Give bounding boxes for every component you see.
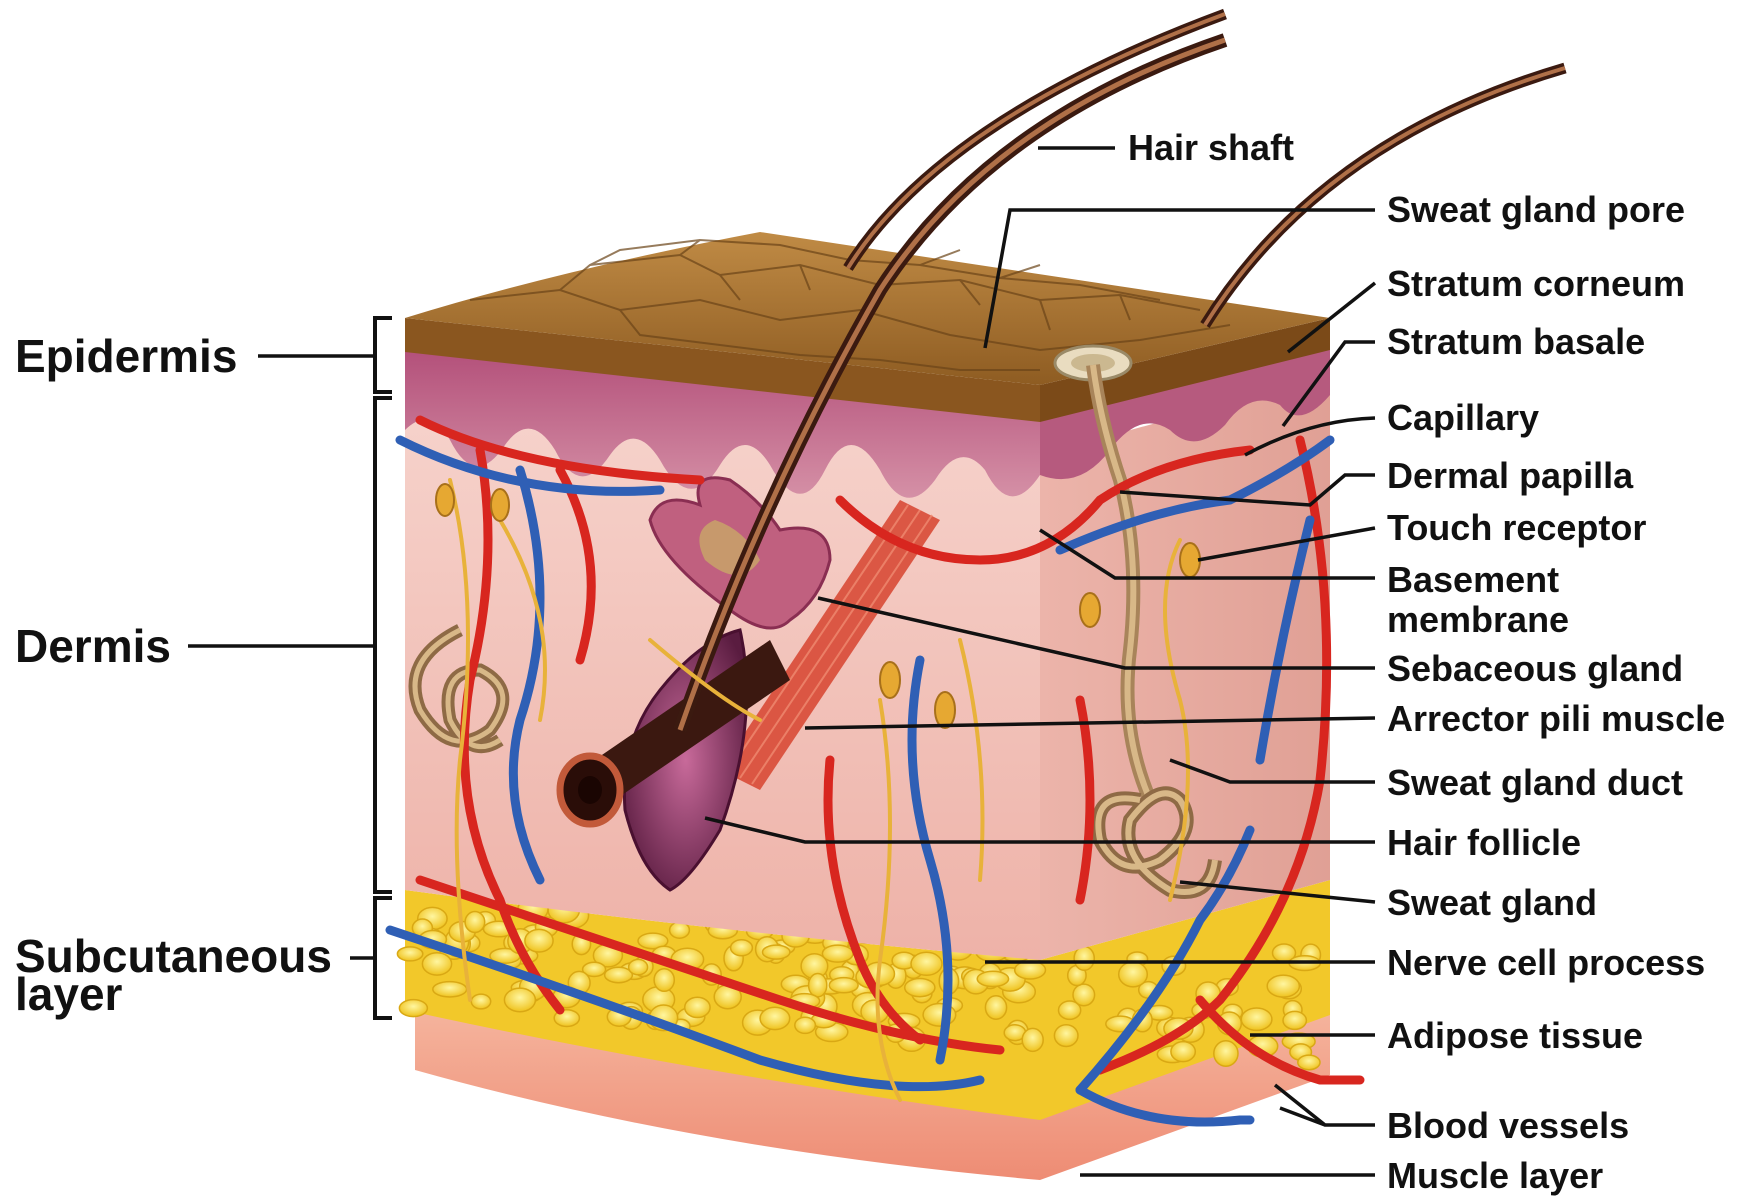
label-adipose-tissue: Adipose tissue (1387, 1015, 1643, 1056)
label-stratum-basale: Stratum basale (1387, 321, 1645, 362)
label-basement: Basement (1387, 559, 1559, 600)
fat-cell (1119, 962, 1148, 987)
label-dermal-papilla: Dermal papilla (1387, 455, 1634, 496)
label-sweat-gland-duct: Sweat gland duct (1387, 762, 1683, 803)
label-dermis: Dermis (15, 620, 171, 672)
label-touch-receptor: Touch receptor (1387, 507, 1646, 548)
fat-cell (433, 982, 467, 997)
label-nerve-cell-process: Nerve cell process (1387, 942, 1705, 983)
fat-cell (525, 929, 553, 952)
fat-cell (977, 971, 1008, 986)
subcutaneous-brace (375, 898, 392, 1018)
label-arrector-pili-muscle: Arrector pili muscle (1387, 698, 1725, 739)
fat-cell (1267, 975, 1299, 997)
fat-cell (654, 969, 674, 992)
fat-cell (1074, 947, 1094, 971)
label-sweat-gland: Sweat gland (1387, 882, 1597, 923)
fat-cell (504, 988, 535, 1012)
fat-cell (1073, 984, 1095, 1006)
fat-cell (829, 978, 858, 993)
tissue-block (397, 232, 1330, 1180)
fat-cell (911, 952, 942, 975)
fat-cell (399, 1000, 427, 1017)
fat-cell (422, 953, 451, 975)
layer-labels: Epidermis Dermis Subcutaneous layer (15, 330, 332, 1020)
fat-cell (822, 945, 853, 962)
label-epidermis: Epidermis (15, 330, 237, 382)
layer-braces (188, 318, 392, 1018)
fat-cell (1214, 1041, 1238, 1066)
fat-cell (397, 947, 422, 961)
label-blood-vessels: Blood vessels (1387, 1105, 1629, 1146)
fat-cell (905, 979, 935, 997)
fat-cell (1022, 1028, 1043, 1051)
fat-cell (763, 945, 790, 959)
label-sweat-gland-pore: Sweat gland pore (1387, 189, 1685, 230)
label-stratum-corneum: Stratum corneum (1387, 263, 1685, 304)
fat-cell (1283, 1011, 1306, 1029)
fat-cell (1298, 1055, 1320, 1070)
fat-cell (809, 974, 827, 997)
fat-cell (1171, 1042, 1195, 1062)
label-sebaceous-gland: Sebaceous gland (1387, 648, 1683, 689)
label-capillary: Capillary (1387, 397, 1539, 438)
fat-cell (685, 997, 710, 1017)
fat-cell (629, 959, 648, 974)
label-hair-follicle: Hair follicle (1387, 822, 1581, 863)
label-muscle-layer: Muscle layer (1387, 1155, 1603, 1196)
fat-cell (985, 996, 1006, 1019)
fat-cell (605, 967, 633, 982)
label-membrane: membrane (1387, 599, 1569, 640)
fat-cell (1241, 1008, 1272, 1030)
fat-cell (1054, 1025, 1078, 1047)
label-subcutaneous-layer: layer (15, 968, 123, 1020)
fat-cell (760, 1007, 790, 1029)
fat-cell (465, 912, 485, 933)
fat-cell (795, 1017, 816, 1033)
fat-cell (731, 940, 753, 956)
fat-cell (471, 994, 490, 1009)
dermis-brace (375, 398, 392, 892)
label-hair-shaft: Hair shaft (1128, 127, 1294, 168)
epidermis-brace (375, 318, 392, 392)
